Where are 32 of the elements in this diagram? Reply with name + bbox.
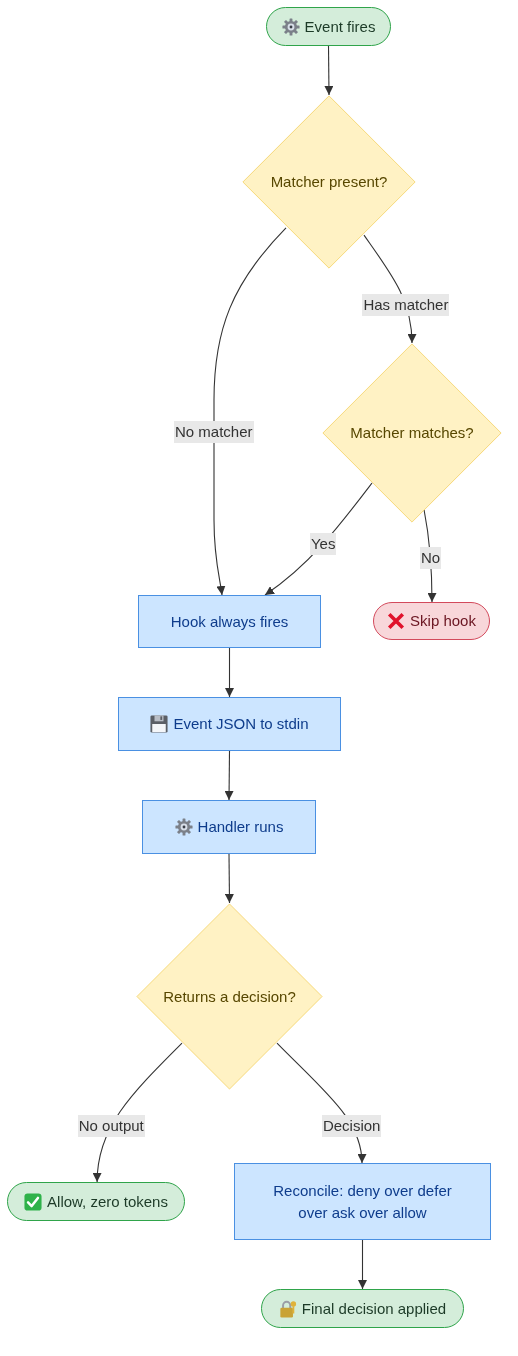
edge-label: Has matcher <box>362 294 450 317</box>
arrow <box>224 750 234 801</box>
process-box <box>118 697 341 751</box>
node-label: Final decision applied <box>301 1298 447 1319</box>
terminal-node <box>266 7 391 46</box>
terminal-node <box>373 602 490 640</box>
edge-label: No <box>420 547 442 570</box>
edge-label: Decision <box>321 1114 382 1137</box>
edge-label: Yes <box>309 532 337 555</box>
node-label: Skip hook <box>410 611 476 631</box>
arrow <box>225 647 234 698</box>
node-label: Matcher present? <box>270 172 388 192</box>
node-label: Event fires <box>304 16 376 37</box>
node-label: Handler runs <box>197 817 284 837</box>
edge-label: No output <box>77 1115 145 1138</box>
node-label: Returns a decision? <box>163 986 296 1007</box>
process-box <box>138 595 321 648</box>
arrow <box>324 45 334 96</box>
arrow <box>224 853 234 904</box>
edge-label: No matcher <box>174 420 254 443</box>
node-label: Reconcile: deny over defer over ask over allow <box>272 1180 453 1223</box>
node-label: Hook always fires <box>170 611 289 632</box>
process-box <box>234 1163 491 1240</box>
arrow <box>213 227 287 596</box>
node-label: Matcher matches? <box>350 423 474 443</box>
arrow <box>358 1239 367 1290</box>
process-box <box>142 800 316 854</box>
terminal-node <box>261 1289 464 1328</box>
arrow <box>423 509 437 603</box>
terminal-node <box>7 1182 185 1221</box>
node-label: Event JSON to stdin <box>173 714 309 734</box>
node-label: Allow, zero tokens <box>47 1191 168 1212</box>
